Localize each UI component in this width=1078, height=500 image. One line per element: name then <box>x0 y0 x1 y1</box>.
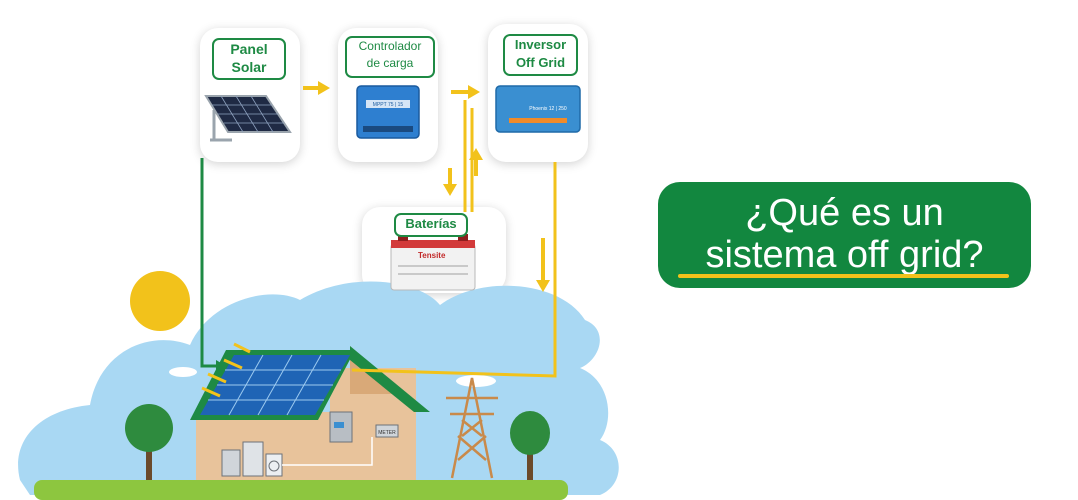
headline-banner: ¿Qué es un sistema off grid? <box>658 182 1031 288</box>
headline-line1: ¿Qué es un <box>745 192 944 234</box>
panel-label-line2: Solar <box>231 59 267 75</box>
transmission-tower-icon <box>446 377 498 479</box>
battery-brand-text: Tensite <box>418 251 446 260</box>
controller-label-line2: de carga <box>366 56 414 70</box>
ground <box>34 480 568 500</box>
headline-underline <box>678 274 1009 278</box>
sun-ray-icons <box>201 342 251 398</box>
inverter-label: Inversor Off Grid <box>503 34 578 76</box>
meter-label: METER <box>378 430 396 436</box>
sun-icon <box>130 271 190 331</box>
inverter-label-line1: Inversor <box>514 37 567 52</box>
battery-icon: Tensite <box>390 234 476 291</box>
solar-panel-icon <box>204 95 292 142</box>
inverter-icon: Phoenix 12 | 250 <box>495 85 581 133</box>
house: METER <box>190 346 430 480</box>
battery-label: Baterías <box>394 213 468 237</box>
cloud-icon <box>456 375 496 387</box>
inverter-model-text: Phoenix 12 | 250 <box>529 106 567 112</box>
green-connection-line <box>200 158 226 372</box>
tree-icon <box>510 411 550 480</box>
controller-label: Controlador de carga <box>345 36 435 78</box>
inverter-label-line2: Off Grid <box>515 55 566 70</box>
panel-solar-label: Panel Solar <box>212 38 286 80</box>
charge-controller-icon: MPPT 75 | 15 <box>356 85 420 139</box>
cloud-icon <box>169 367 197 377</box>
battery-label-text: Baterías <box>405 216 457 231</box>
tree-icon <box>125 404 173 480</box>
panel-label-line1: Panel <box>230 41 268 57</box>
controller-label-line1: Controlador <box>358 39 422 53</box>
controller-model-text: MPPT 75 | 15 <box>373 102 404 108</box>
headline-line2: sistema off grid? <box>705 234 984 276</box>
flow-arrows <box>303 81 550 292</box>
